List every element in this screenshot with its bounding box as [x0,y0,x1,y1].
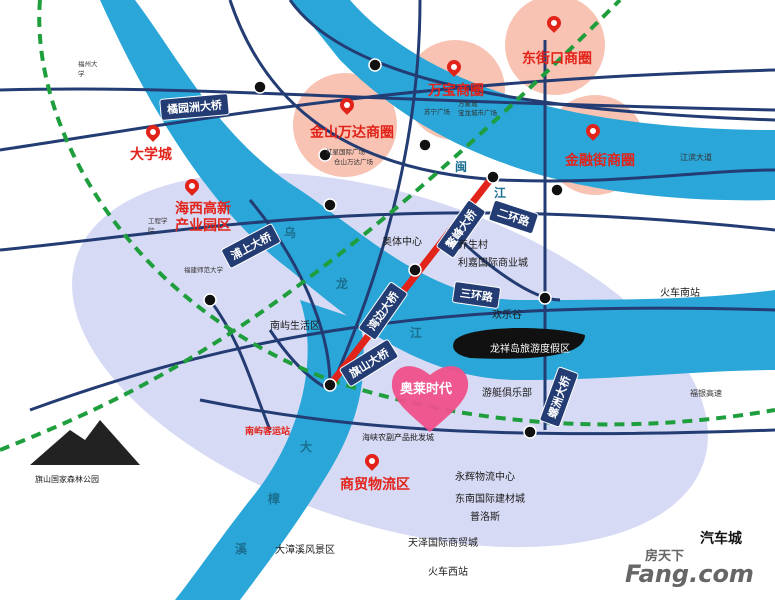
place-nanyu-bus: 南屿客运站 [245,427,291,437]
river-char-jiang: 江 [494,186,507,200]
place-wanxiang: 万象城 [458,100,478,108]
district-circle-dongjiekou [505,0,605,95]
green-ring [0,0,775,452]
river-char-zhang: 樟 [268,492,281,506]
river-char-jiang2: 江 [410,326,423,340]
district-wanbao: 万宝商圈 [428,83,484,99]
place-tianze: 天泽国际商贸城 [408,538,478,549]
place-youting: 游艇俱乐部 [482,388,532,399]
place-bus-city: 汽车城 [700,531,742,547]
place-sports-center: 奥体中心 [382,237,422,248]
place-haixia: 海峡农副产品批发城 [362,433,434,442]
mountain-icon [30,420,140,465]
place-baolong: 宝龙城市广场 [458,109,497,117]
place-huochexi: 火车西站 [428,567,468,578]
place-fuzhou-univ: 福州大学 [78,60,98,78]
min-river-upper [290,0,775,201]
river-char-min: 闽 [455,160,468,174]
place-huochenan: 火车南站 [660,288,700,299]
district-circle-jinshan [293,73,397,177]
expressway-fuyin: 福银高速 [690,389,722,398]
district-jinshan-wanda: 金山万达商圈 [310,125,394,141]
watermark-cn: 房天下 [645,549,685,564]
place-suning: 苏宁广场 [424,108,450,116]
min-river [100,0,775,380]
district-haixi-2: 产业园区 [175,218,231,234]
project-heart-marker [391,366,469,432]
project-name: 奥莱时代 [400,382,453,397]
river-char-da: 大 [300,440,313,454]
place-dongnan-jiancai: 东南国际建材城 [455,494,525,505]
place-hongxing: 红星国际广场 [326,148,365,156]
place-yonghui: 永辉物流中心 [455,472,515,483]
river-char-wu: 乌 [284,226,297,240]
district-haixi-1: 海西高新 [175,201,231,217]
district-jinrongjie: 金融街商圈 [565,153,635,169]
place-gongcheng: 工程学院 [148,217,168,235]
place-qishan-forest: 旗山国家森林公园 [35,475,99,484]
place-yangsheng: 养生村 [458,240,488,251]
place-putuo: 普洛斯 [470,512,500,523]
place-lijia: 利嘉国际商业城 [458,258,528,269]
place-nanyu-life: 南屿生活区 [270,321,320,332]
district-shangmao: 商贸物流区 [340,477,410,493]
junctions [203,58,564,439]
place-fujian-normal: 福建师范大学 [184,266,223,274]
place-huanle: 欢乐谷 [492,310,522,321]
river-char-long: 龙 [336,277,349,291]
place-longxiang: 龙祥岛旅游度假区 [490,344,570,355]
river-char-xi: 溪 [235,542,248,556]
longxiang-island [453,328,585,359]
place-dazhangxi: 大漳溪风景区 [275,545,335,556]
expressway-jiangbin: 江滨大道 [680,153,712,162]
district-daxuecheng: 大学城 [130,147,172,163]
district-dongjiekou: 东街口商圈 [522,51,592,67]
watermark-en: Fang.com [625,560,754,588]
place-jinshan-wanda-sq: 仓山万达广场 [334,158,373,166]
